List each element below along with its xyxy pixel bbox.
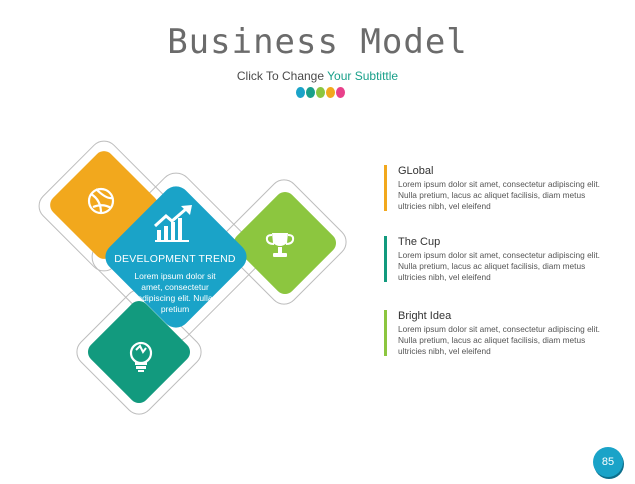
trophy-icon [265, 233, 295, 257]
dot-5 [336, 87, 345, 98]
subtitle-accent: Your Subtittle [327, 69, 399, 83]
item-accent-bar [384, 310, 387, 356]
item-heading: Bright Idea [398, 310, 452, 322]
dot-1 [296, 87, 305, 98]
page-title: Business Model [167, 22, 468, 62]
item-text: Lorem ipsum dolor sit amet, consectetur … [398, 179, 600, 211]
diamond-blue [105, 186, 247, 328]
item-text: Lorem ipsum dolor sit amet, consectetur … [398, 250, 600, 282]
subtitle-prefix: Click To Change [236, 69, 328, 83]
item-accent-bar [384, 236, 387, 282]
diamond-teal [87, 300, 191, 404]
page-number-badge: 85 [593, 447, 623, 477]
dot-2 [306, 87, 315, 98]
item-text: Lorem ipsum dolor sit amet, consectetur … [398, 324, 600, 356]
page-subtitle: Click To Change Your Subtittle [0, 69, 635, 83]
dot-3 [316, 87, 325, 98]
diagram-title: DEVELOPMENT TREND [114, 253, 236, 265]
color-dots [296, 87, 346, 99]
outline-green [221, 179, 347, 305]
growth-chart-icon [153, 205, 192, 242]
basketball-icon [87, 187, 115, 215]
diagram-body: Lorem ipsum dolor sit amet, consectetur … [134, 271, 216, 314]
item-accent-bar [384, 165, 387, 211]
item-heading: GLobal [398, 165, 434, 177]
idea-bulb-icon [129, 341, 153, 372]
item-heading: The Cup [398, 236, 441, 248]
dot-4 [326, 87, 335, 98]
